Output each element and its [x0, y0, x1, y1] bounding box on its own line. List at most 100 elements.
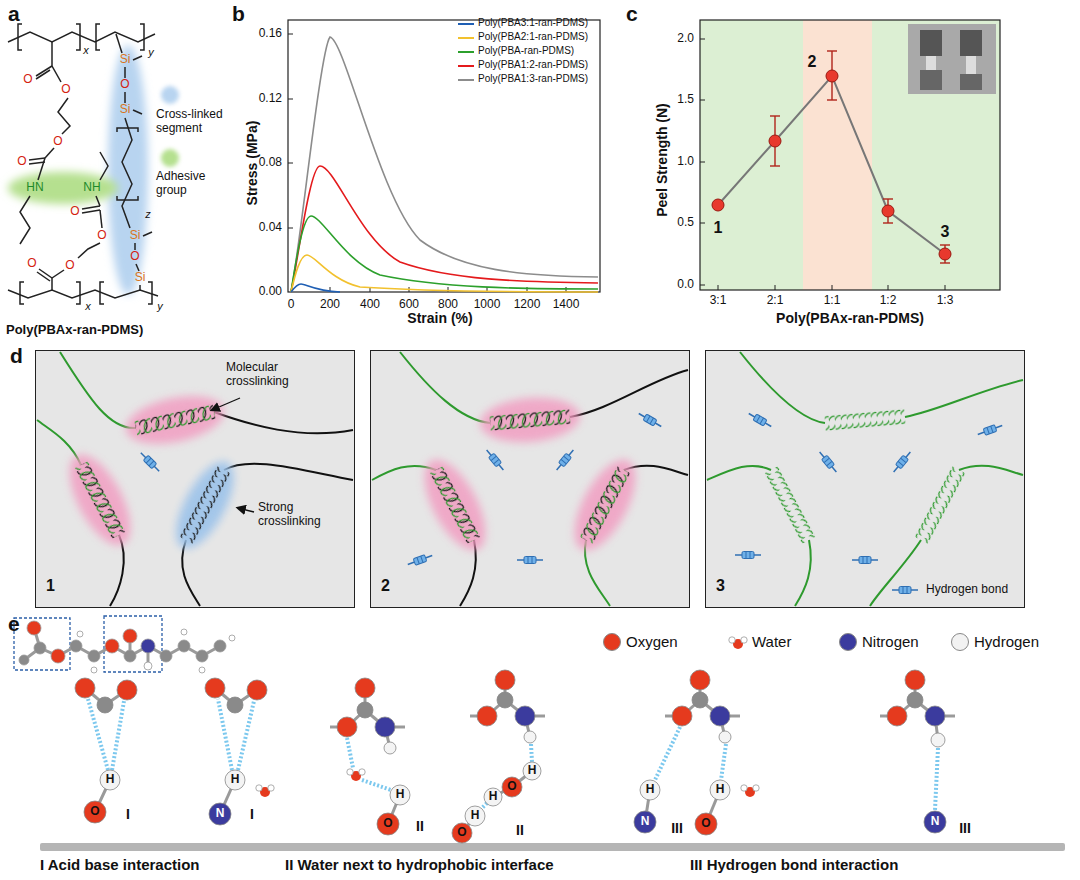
- chemical-structure-part-part: [52, 270, 64, 278]
- atom-label: O: [61, 83, 70, 97]
- interaction-illustration-part-part: [887, 706, 907, 726]
- atom-label: O: [701, 817, 710, 831]
- tick-label: 1:3: [937, 294, 954, 308]
- atom-label: O: [383, 817, 392, 831]
- tick-label: 0.12: [259, 92, 282, 106]
- stress-strain-chart-part-part: [291, 284, 340, 292]
- network-illustration-part-part: [60, 352, 136, 428]
- network-illustration-part-part: [579, 466, 631, 544]
- peel-strength-chart: [700, 20, 1000, 290]
- network-panel: Hydrogen bond3: [705, 350, 1025, 608]
- tick-label: 400: [360, 298, 380, 312]
- interaction-illustration-part-part: [97, 697, 113, 713]
- peel-strength-chart-part: [872, 20, 1000, 290]
- interaction-illustration-part-part: [355, 678, 375, 698]
- interaction-illustration-part: [14, 618, 70, 670]
- panel-letter: e: [8, 612, 20, 636]
- network-illustration-part-part: [870, 540, 921, 606]
- tick-label: 600: [399, 298, 419, 312]
- chemical-structure-part-part: [51, 42, 53, 66]
- interaction-illustration-part-part: [229, 635, 235, 641]
- stress-strain-chart: [288, 20, 600, 292]
- interaction-illustration-part: [75, 670, 946, 843]
- network-illustration-part: [370, 350, 690, 608]
- interaction-illustration-part-part: [377, 813, 399, 835]
- interaction-illustration-part-part: [105, 639, 119, 653]
- legend-text: Adhesive group: [156, 170, 230, 198]
- interaction-illustration-part-part: [482, 803, 487, 808]
- atom-label: O: [65, 259, 74, 273]
- peel-strength-chart-part: [700, 20, 1000, 290]
- peel-strength-chart-part: [960, 30, 982, 56]
- network-illustration-part: [57, 446, 143, 555]
- interaction-illustration-part-part: [907, 692, 923, 708]
- panel-letter: d: [10, 344, 23, 368]
- atom-label: H: [489, 790, 498, 804]
- interaction-illustration-part-part: [524, 731, 536, 743]
- peel-strength-chart-part: [712, 70, 951, 260]
- peel-strength-chart-part-part: [700, 285, 705, 286]
- interaction-number: I: [250, 806, 254, 822]
- interaction-illustration-part: [729, 637, 747, 649]
- interaction-illustration-part-part: [690, 670, 710, 690]
- chemical-structure-part-part: [143, 232, 152, 236]
- interaction-illustration-part-part: [247, 680, 267, 700]
- interaction-illustration-part-part: [672, 706, 692, 726]
- peel-strength-chart-part-part: [770, 115, 780, 116]
- interaction-illustration-part-part: [225, 770, 245, 790]
- chemical-structure-part-part: [78, 243, 100, 258]
- peel-strength-chart-part: [908, 24, 996, 94]
- tick-label: 2:1: [767, 294, 784, 308]
- peel-strength-chart-part: [718, 51, 950, 263]
- interaction-illustration-part-part: [362, 780, 391, 790]
- interaction-illustration-part: [104, 616, 162, 672]
- panel-letter: a: [8, 2, 20, 26]
- interaction-number: I: [126, 806, 130, 822]
- interaction-illustration-part-part: [34, 642, 46, 654]
- peel-strength-chart-part-part: [883, 222, 893, 223]
- chemical-structure-part-part: [134, 243, 136, 250]
- interaction-illustration-part: [19, 621, 235, 673]
- atom-label: N: [216, 807, 225, 821]
- atom-label: O: [23, 73, 32, 87]
- interaction-illustration: [14, 616, 1065, 851]
- network-illustration-part: [914, 466, 966, 544]
- interaction-illustration-part-part: [91, 667, 97, 673]
- chemical-structure-part-part: [100, 152, 108, 180]
- network-illustration-part: [824, 409, 905, 432]
- chemical-structure-part-part: [20, 196, 30, 244]
- interaction-illustration-part-part: [123, 629, 137, 643]
- network-illustration-part: [764, 466, 816, 544]
- peel-strength-chart-part-part: [882, 205, 894, 217]
- interaction-illustration-part-part: [181, 629, 187, 635]
- callout-text: Strong crosslinking: [258, 501, 346, 529]
- interaction-illustration-part-part: [710, 706, 730, 726]
- network-illustration-part: [412, 451, 498, 560]
- peel-strength-chart-part-part: [769, 135, 781, 147]
- network-illustration-part-part: [905, 380, 1023, 417]
- interaction-illustration-part-part: [70, 640, 82, 652]
- interaction-illustration-part-part: [710, 780, 730, 800]
- atom-label: N: [931, 815, 940, 829]
- interaction-illustration-part-part: [634, 811, 656, 833]
- interaction-illustration-part-part: [88, 650, 100, 662]
- peel-strength-chart-part-part: [883, 198, 893, 199]
- interaction-illustration-part-part: [495, 670, 515, 690]
- legend-text: Cross-linked segment: [156, 108, 230, 136]
- atom-label: H: [716, 783, 725, 797]
- stress-strain-chart-part-part: [458, 51, 474, 53]
- peel-strength-chart-part: [803, 20, 872, 290]
- atom-label: HN: [26, 181, 43, 195]
- peel-strength-chart-part: [960, 74, 982, 90]
- interaction-caption: III Hydrogen bond interaction: [690, 856, 898, 873]
- chemical-structure-part-part: [139, 285, 141, 290]
- network-illustration-part: [891, 450, 913, 474]
- network-illustration-part: [517, 557, 543, 564]
- stress-strain-chart-part: [458, 24, 474, 80]
- peel-strength-chart-part-part: [940, 262, 950, 263]
- legend-text: Poly(PBA-ran-PDMS): [478, 45, 574, 57]
- peel-strength-chart-part-part: [888, 285, 889, 290]
- network-illustration-part: [817, 450, 839, 474]
- tick-label: 0.08: [259, 156, 282, 170]
- stress-strain-chart-part: [288, 20, 600, 292]
